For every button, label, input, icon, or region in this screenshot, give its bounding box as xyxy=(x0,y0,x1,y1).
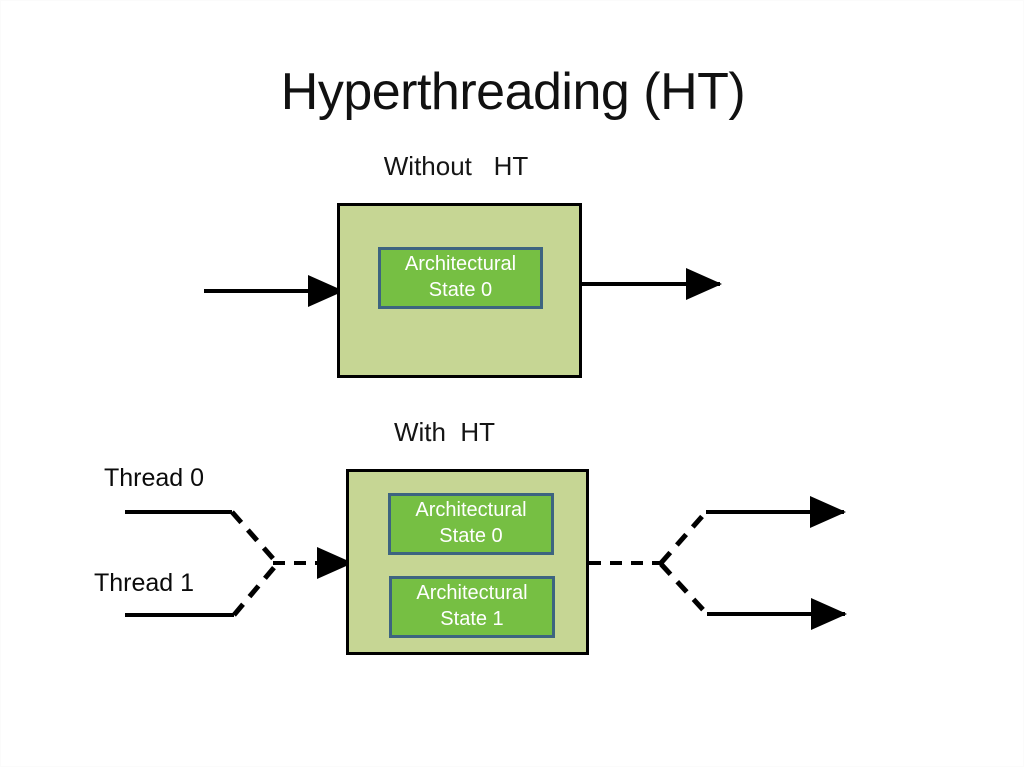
architectural-state-box-0-with-ht: Architectural State 0 xyxy=(388,493,554,555)
section-label-without-ht: Without HT xyxy=(383,151,529,181)
state-box-line-1: Architectural xyxy=(415,499,527,522)
output0-dashed-diagonal xyxy=(659,510,708,565)
cpu-box-without-ht: Architectural State 0 xyxy=(337,203,582,378)
page-title: Hyperthreading (HT) xyxy=(280,63,746,121)
state-box-line-2: State 0 xyxy=(439,525,503,547)
state-box-line-2: State 0 xyxy=(428,279,493,301)
output1-dashed-diagonal xyxy=(659,562,709,616)
thread-1-label: Thread 1 xyxy=(94,569,195,597)
thread-0-label: Thread 0 xyxy=(104,464,205,492)
architectural-state-box-1-with-ht: Architectural State 1 xyxy=(389,576,555,638)
state-box-line-2: State 1 xyxy=(440,608,504,630)
thread1-input-dashed xyxy=(232,562,279,617)
thread0-input-dashed xyxy=(230,510,279,565)
state-box-line-1: Architectural xyxy=(404,253,517,276)
cpu-box-with-ht: Architectural State 0 Architectural Stat… xyxy=(346,469,589,655)
state-box-line-1: Architectural xyxy=(416,582,528,605)
architectural-state-box-0-without-ht: Architectural State 0 xyxy=(378,247,543,309)
section-label-with-ht: With HT xyxy=(393,417,496,447)
